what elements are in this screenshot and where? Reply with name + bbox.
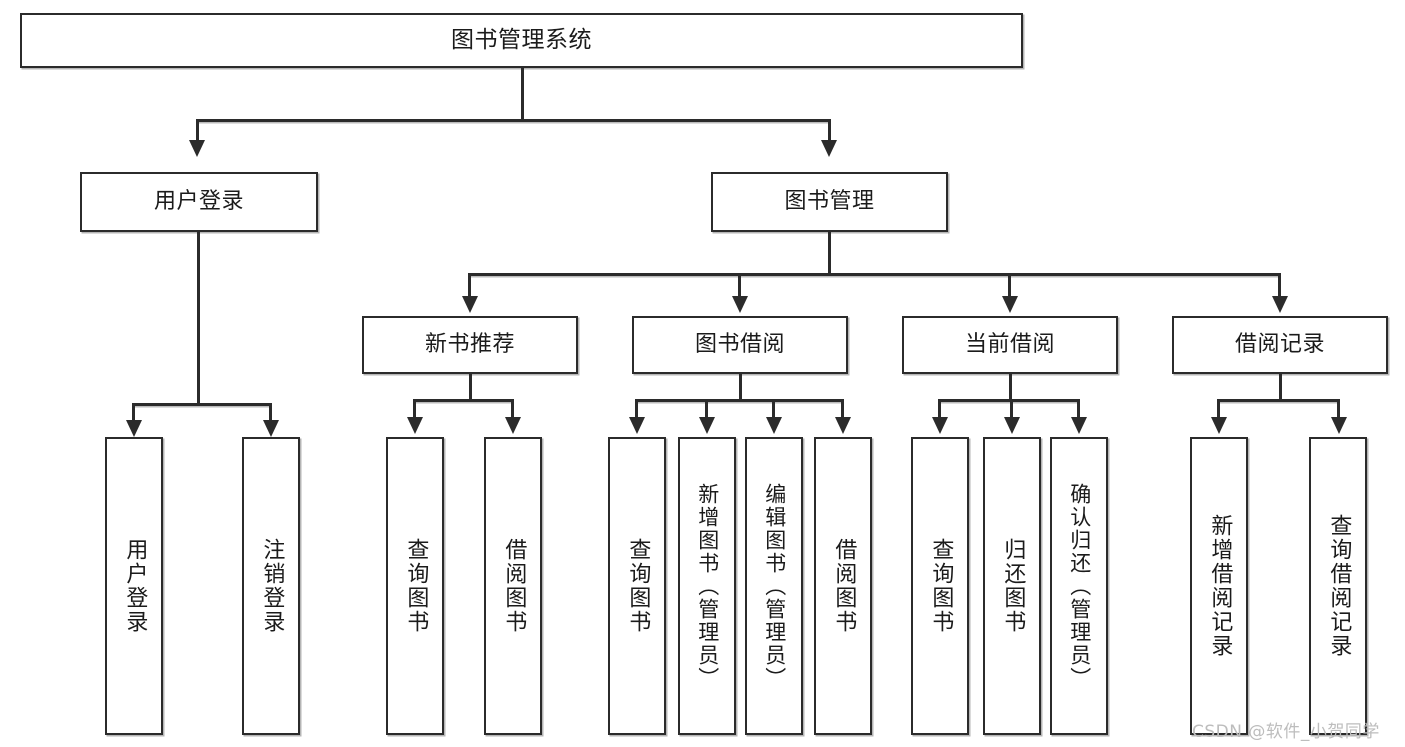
arrow-root-to-user-login — [189, 140, 205, 157]
connector-bb-leaf-3 — [772, 399, 775, 417]
node-leaf-add-borrow-record[interactable]: 新增借阅记录 — [1190, 437, 1248, 735]
node-leaf-query-book-3[interactable]: 查询图书 — [911, 437, 969, 735]
arrow-bb-leaf-3 — [766, 417, 782, 434]
connector-borrow-record-bar — [1217, 399, 1339, 402]
connector-nbr-leaf-1 — [413, 399, 416, 417]
node-label: 新书推荐 — [424, 332, 515, 358]
connector-book-borrow-trunk — [739, 374, 742, 401]
node-root-system[interactable]: 图书管理系统 — [20, 13, 1023, 68]
node-label: 借阅图书 — [501, 538, 527, 634]
connector-to-book-borrow — [738, 273, 741, 297]
connector-user-login-to-leaf-2 — [269, 403, 272, 421]
connector-book-borrow-bar — [635, 399, 843, 402]
node-user-login[interactable]: 用户登录 — [80, 172, 318, 232]
node-label: 图书管理系统 — [451, 26, 592, 53]
arrow-bb-leaf-1 — [629, 417, 645, 434]
node-label: 归还图书 — [1000, 538, 1026, 634]
connector-new-book-recommend-bar — [413, 399, 513, 402]
node-leaf-confirm-return-admin[interactable]: 确认归还（管理员） — [1050, 437, 1108, 735]
connector-bb-leaf-4 — [841, 399, 844, 417]
node-borrow-record[interactable]: 借阅记录 — [1172, 316, 1388, 374]
arrow-bb-leaf-2 — [699, 417, 715, 434]
node-label: 查询图书 — [928, 538, 954, 634]
connector-bb-leaf-1 — [635, 399, 638, 417]
connector-root-to-book-management — [828, 119, 831, 141]
node-label: 注销登录 — [259, 538, 285, 634]
node-label: 用户登录 — [153, 189, 244, 215]
node-leaf-borrow-book-1[interactable]: 借阅图书 — [484, 437, 542, 735]
arrow-nbr-leaf-2 — [505, 417, 521, 434]
node-leaf-query-book-1[interactable]: 查询图书 — [386, 437, 444, 735]
arrow-root-to-book-management — [821, 140, 837, 157]
node-leaf-query-book-2[interactable]: 查询图书 — [608, 437, 666, 735]
connector-user-login-trunk — [197, 232, 200, 405]
node-leaf-logout[interactable]: 注销登录 — [242, 437, 300, 735]
connector-book-management-trunk — [828, 232, 831, 274]
connector-cb-leaf-1 — [938, 399, 941, 417]
arrow-cb-leaf-3 — [1071, 417, 1087, 434]
node-current-borrow[interactable]: 当前借阅 — [902, 316, 1118, 374]
arrow-br-leaf-2 — [1331, 417, 1347, 434]
node-label: 确认归还（管理员） — [1067, 482, 1092, 690]
connector-cb-leaf-2 — [1010, 399, 1013, 417]
arrow-to-borrow-record — [1272, 296, 1288, 313]
node-label: 查询借阅记录 — [1326, 514, 1352, 658]
node-leaf-return-book[interactable]: 归还图书 — [983, 437, 1041, 735]
connector-root-trunk — [521, 68, 524, 120]
node-leaf-user-login[interactable]: 用户登录 — [105, 437, 163, 735]
node-label: 图书借阅 — [694, 332, 785, 358]
node-label: 查询图书 — [625, 538, 651, 634]
node-label: 用户登录 — [122, 538, 148, 634]
arrow-to-book-borrow — [732, 296, 748, 313]
arrow-user-login-to-leaf-2 — [263, 420, 279, 437]
node-new-book-recommend[interactable]: 新书推荐 — [362, 316, 578, 374]
watermark-text: CSDN @软件_小贺同学 — [1192, 722, 1380, 742]
connector-current-borrow-bar — [938, 399, 1079, 402]
node-leaf-borrow-book-2[interactable]: 借阅图书 — [814, 437, 872, 735]
arrow-cb-leaf-1 — [932, 417, 948, 434]
connector-borrow-record-trunk — [1279, 374, 1282, 401]
connector-bb-leaf-2 — [705, 399, 708, 417]
connector-to-new-book-recommend — [468, 273, 471, 297]
connector-to-current-borrow — [1008, 273, 1011, 297]
arrow-br-leaf-1 — [1211, 417, 1227, 434]
arrow-to-new-book-recommend — [462, 296, 478, 313]
connector-to-borrow-record — [1278, 273, 1281, 297]
connector-user-login-bar — [132, 403, 271, 406]
node-label: 查询图书 — [403, 538, 429, 634]
node-label: 新增图书（管理员） — [695, 482, 720, 690]
arrow-user-login-to-leaf-1 — [126, 420, 142, 437]
arrow-to-current-borrow — [1002, 296, 1018, 313]
node-label: 借阅图书 — [831, 538, 857, 634]
node-label: 当前借阅 — [964, 332, 1055, 358]
connector-user-login-to-leaf-1 — [132, 403, 135, 421]
node-leaf-edit-book-admin[interactable]: 编辑图书（管理员） — [745, 437, 803, 735]
node-leaf-add-book-admin[interactable]: 新增图书（管理员） — [678, 437, 736, 735]
node-label: 新增借阅记录 — [1207, 514, 1233, 658]
node-book-management[interactable]: 图书管理 — [711, 172, 948, 232]
node-leaf-query-borrow-record[interactable]: 查询借阅记录 — [1309, 437, 1367, 735]
connector-root-to-user-login — [196, 119, 199, 141]
connector-new-book-recommend-trunk — [469, 374, 472, 401]
arrow-bb-leaf-4 — [835, 417, 851, 434]
connector-current-borrow-trunk — [1009, 374, 1012, 401]
node-label: 借阅记录 — [1234, 332, 1325, 358]
connector-nbr-leaf-2 — [511, 399, 514, 417]
node-label: 图书管理 — [784, 189, 875, 215]
arrow-nbr-leaf-1 — [407, 417, 423, 434]
connector-br-leaf-1 — [1217, 399, 1220, 417]
arrow-cb-leaf-2 — [1004, 417, 1020, 434]
connector-cb-leaf-3 — [1077, 399, 1080, 417]
connector-br-leaf-2 — [1337, 399, 1340, 417]
connector-root-bar — [196, 119, 830, 122]
node-book-borrow[interactable]: 图书借阅 — [632, 316, 848, 374]
node-label: 编辑图书（管理员） — [762, 482, 787, 690]
connector-level2-bar — [468, 273, 1280, 276]
